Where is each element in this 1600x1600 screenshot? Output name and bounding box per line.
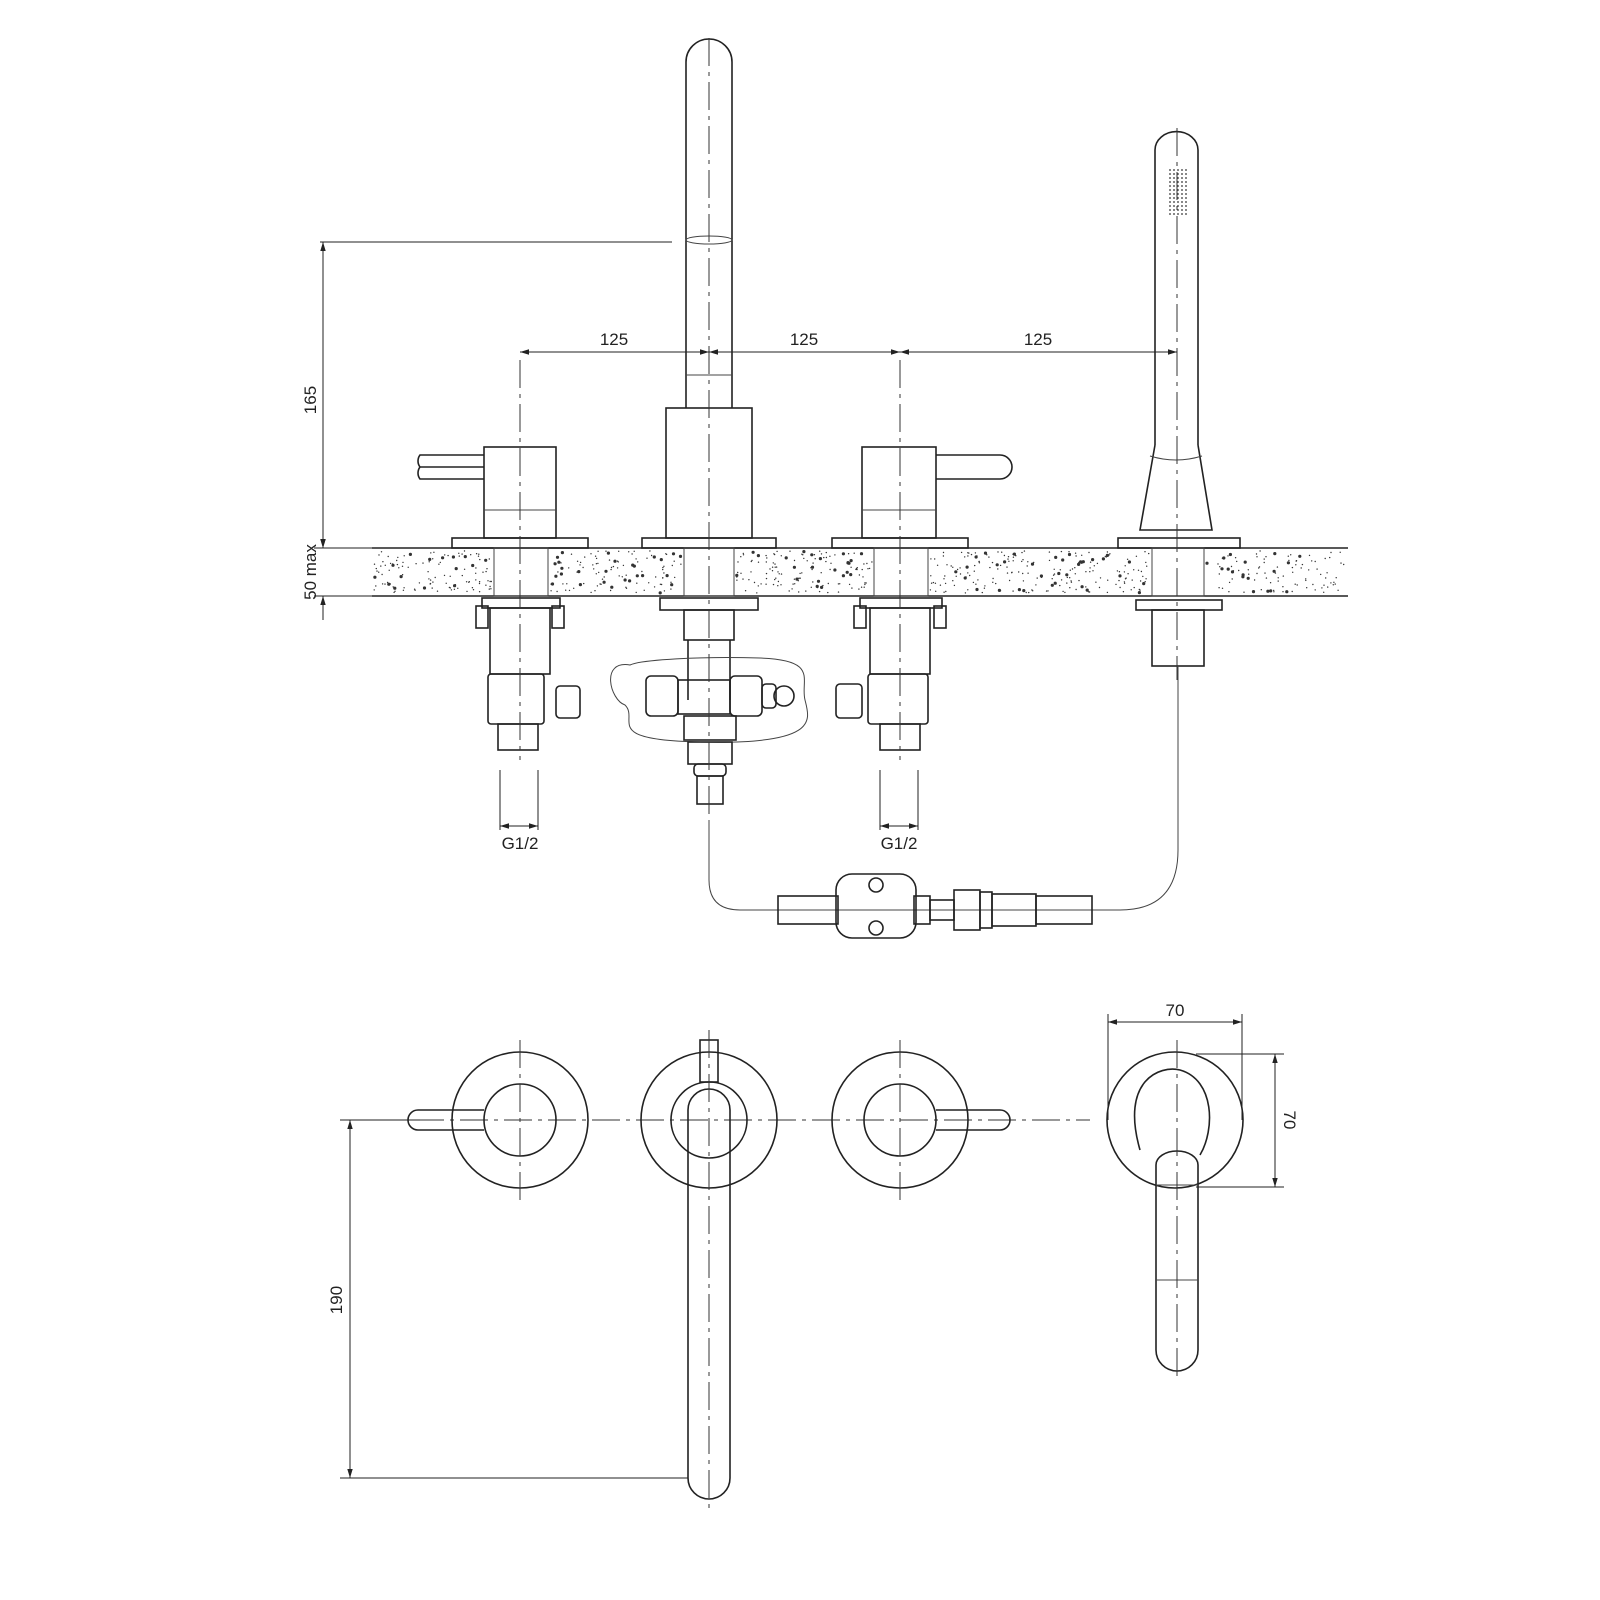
deck-section xyxy=(372,547,1348,597)
shower-hose xyxy=(708,666,1179,939)
plan-view xyxy=(372,1030,1244,1510)
dim-inlet-left: G1/2 xyxy=(502,834,539,853)
dim-deck-thickness: 50 max xyxy=(301,544,320,600)
dim-spacing-middle: 125 xyxy=(790,330,818,349)
dim-spout-height: 165 xyxy=(301,386,320,414)
dim-plate-width: 70 xyxy=(1166,1001,1185,1020)
dim-inlet-right: G1/2 xyxy=(881,834,918,853)
cold-valve-side xyxy=(831,360,1013,760)
dim-plate-height: 70 xyxy=(1280,1111,1299,1130)
dim-spout-projection: 190 xyxy=(327,1286,346,1314)
dim-spacing-right: 125 xyxy=(1024,330,1052,349)
top-dimensions xyxy=(314,241,1177,830)
plan-dimensions xyxy=(340,1014,1284,1479)
hand-shower-side xyxy=(1117,128,1241,680)
spout-side xyxy=(610,38,809,820)
dim-spacing-left: 125 xyxy=(600,330,628,349)
hot-valve-side xyxy=(417,360,589,760)
